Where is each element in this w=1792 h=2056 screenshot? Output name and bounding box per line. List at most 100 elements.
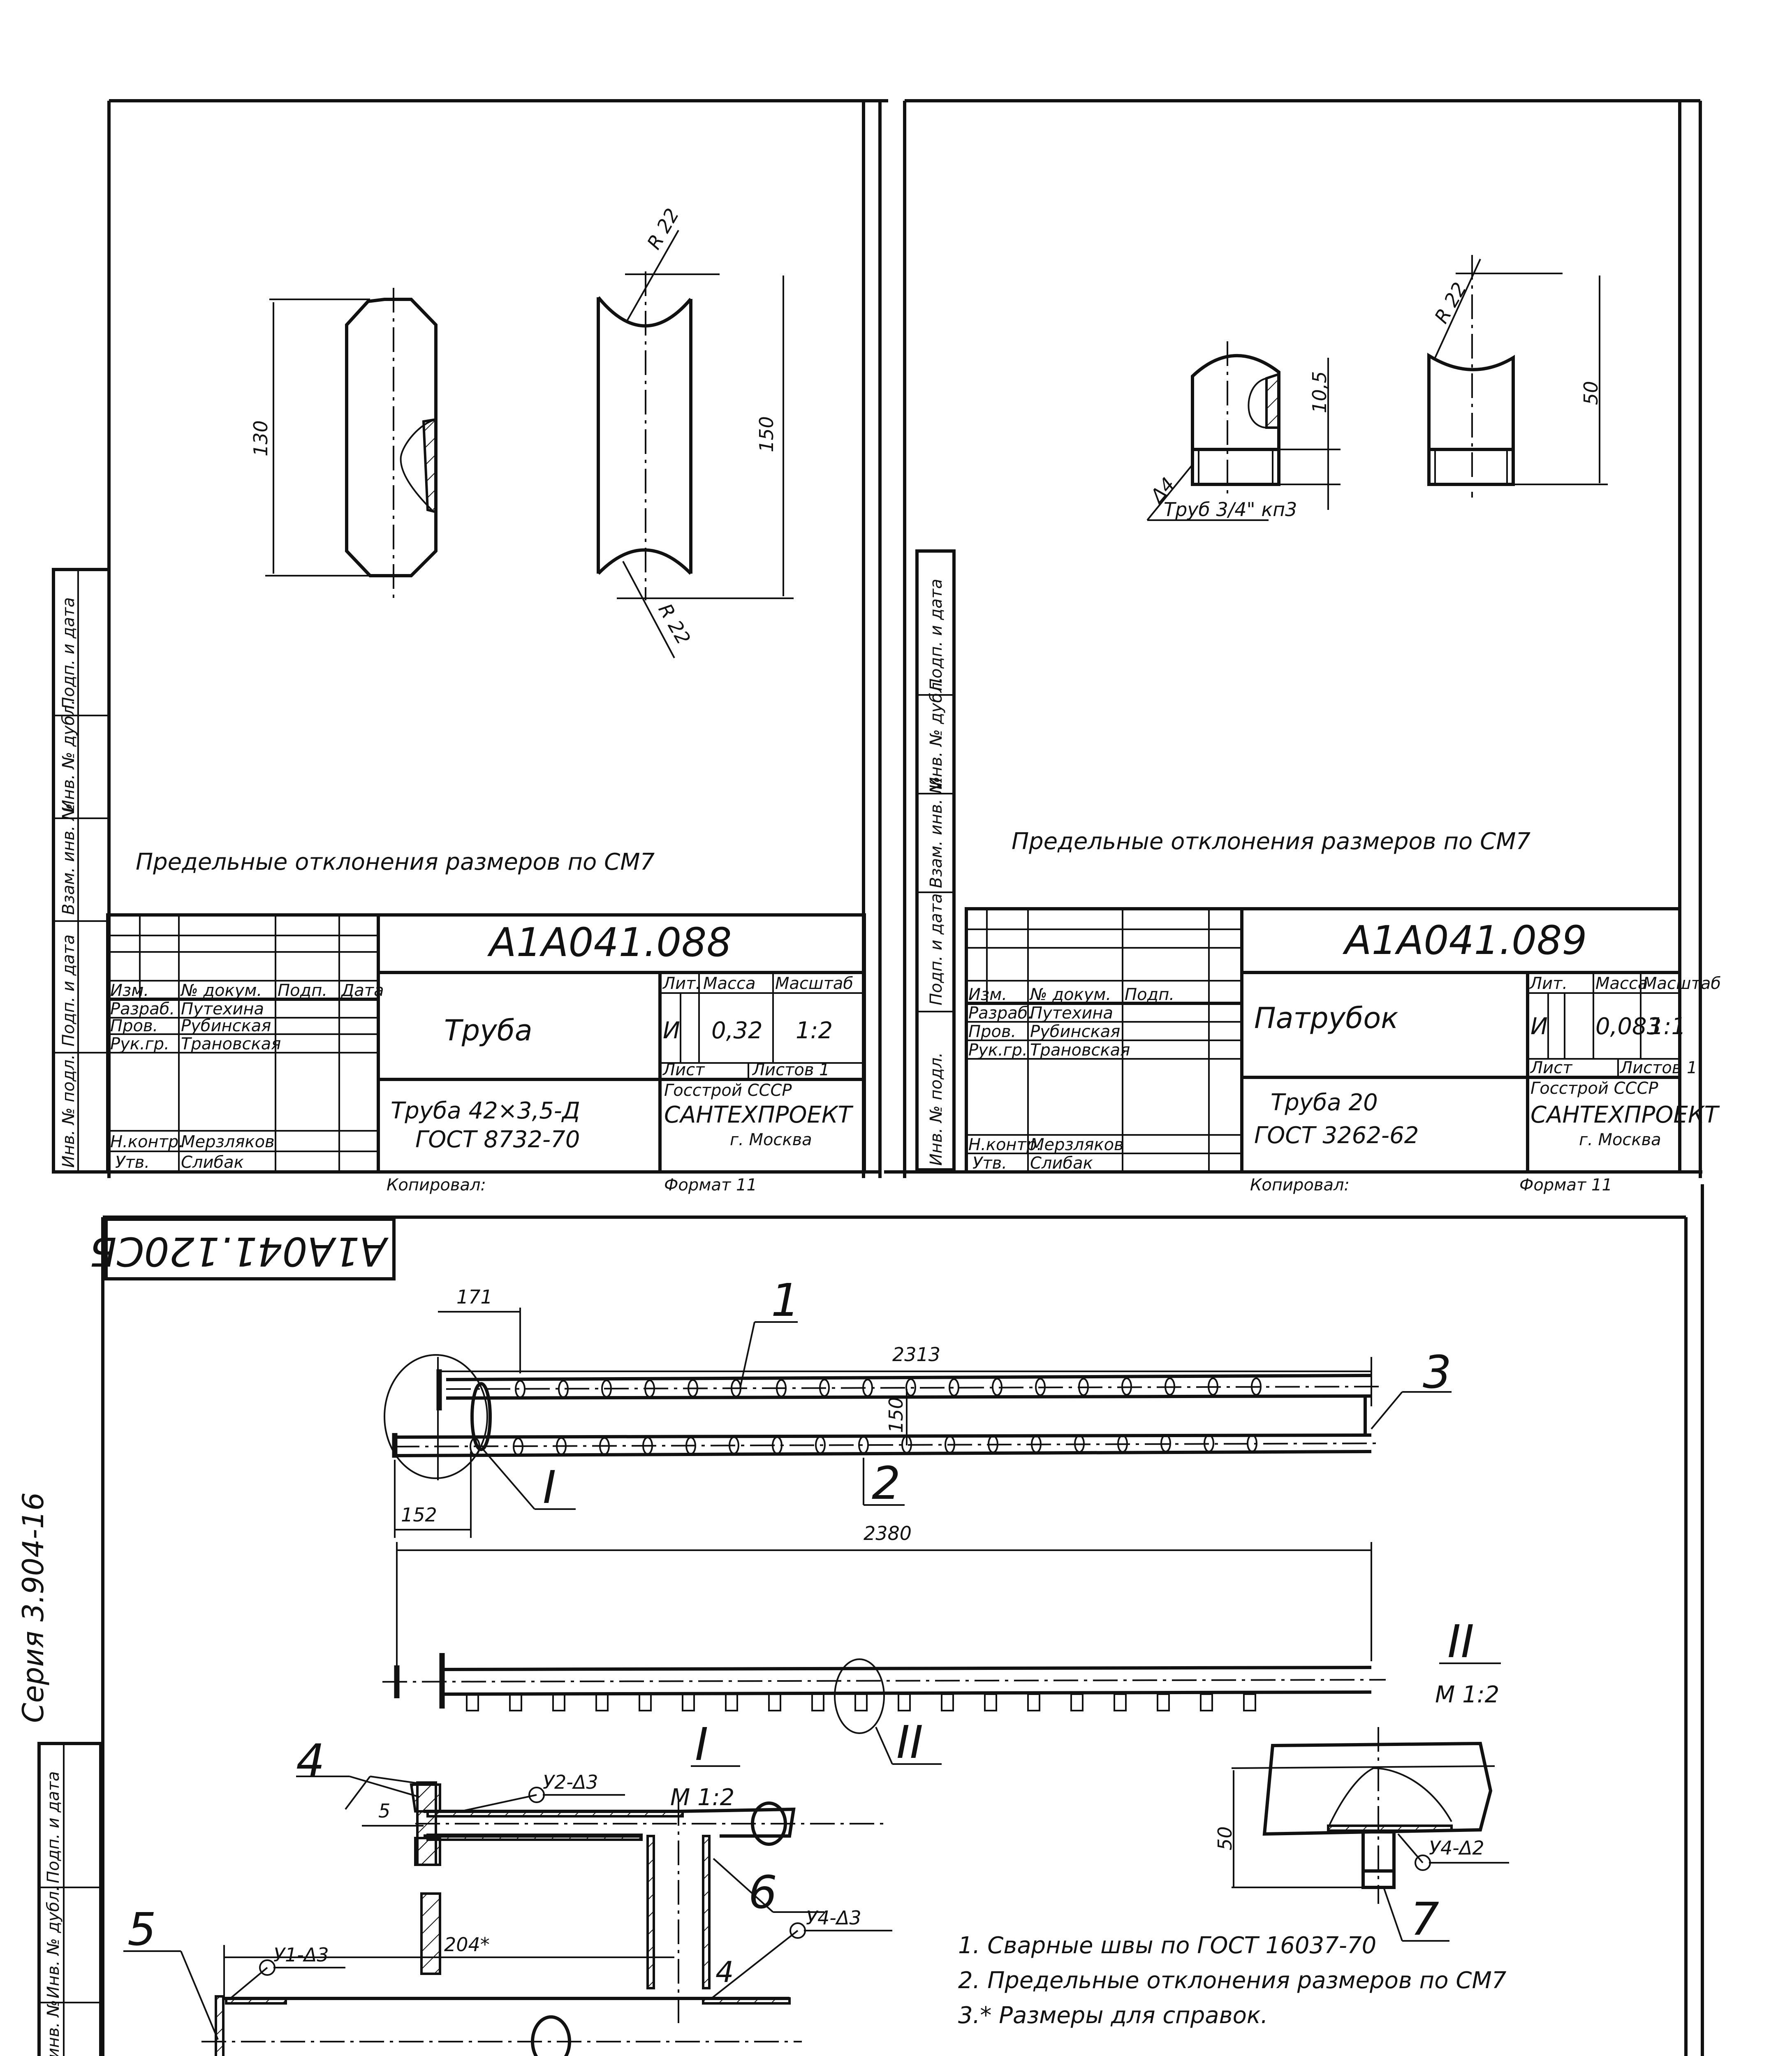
detail-II-circle	[834, 1658, 885, 1734]
title-block-088: Изм. № докум. Подп. Дата Разраб. Путехин…	[106, 913, 866, 1195]
row-name: Рубинская	[1030, 1022, 1120, 1041]
sheets-count: Листов 1	[752, 1060, 830, 1079]
row-role: Разраб.	[110, 1000, 175, 1019]
hdr-izm: Изм.	[110, 981, 149, 1000]
copied-label: Копировал:	[1250, 1176, 1350, 1195]
hdr-doc: № докум.	[180, 981, 262, 1000]
detail-I-circle	[384, 1354, 488, 1479]
hdr-scale: Масштаб	[775, 974, 853, 993]
holes-upper	[515, 1378, 1262, 1398]
hdr-data: Дата	[340, 981, 384, 1000]
pipe-spec-label: Труб 3/4" кп3	[1164, 498, 1297, 521]
org-line1: Госстрой СССР	[1530, 1079, 1658, 1098]
collector-plan-view: 2313 171	[384, 1274, 1452, 1538]
row-name: Путехина	[1030, 1004, 1113, 1023]
technical-notes: 1. Сварные швы по ГОСТ 16037-70 2. Преде…	[958, 1932, 1507, 2029]
part-name-089: Патрубок	[1254, 1001, 1398, 1035]
stamp-inv-dubl: Инв. № дубл.	[59, 699, 78, 812]
dim-152: 152	[401, 1504, 437, 1526]
nozzle-front-view: 10,5 Δ4 Труб 3/4" кп3	[1145, 341, 1341, 521]
side-stamp-120: Инв. № подл. Подп. и дата Взам. инв. № И…	[37, 1742, 102, 2056]
dim-50: 50	[1580, 381, 1602, 405]
weld-y1: У1-Δ3	[273, 1944, 329, 1966]
view-I-title: I	[695, 1718, 708, 1771]
row-name: Слибак	[1030, 1154, 1093, 1173]
format-label: Формат 11	[1519, 1176, 1612, 1195]
lit-value: И	[1530, 1013, 1548, 1040]
view-I-scale: М 1:2	[670, 1784, 734, 1811]
stamp-inv-podl: Инв. № подл.	[59, 1054, 78, 1168]
scale-value: 1:2	[796, 1017, 833, 1044]
part-name-088: Труба	[444, 1014, 533, 1047]
hdr-izm: Изм.	[968, 985, 1007, 1004]
rotated-designation-box: A1A041.120СБ	[90, 1218, 396, 1280]
org-line2: САНТЕХПРОЕКТ	[664, 1102, 854, 1128]
row-name: Трановская	[1030, 1041, 1130, 1060]
stamp-podp-data-2: Подп. и дата	[59, 597, 78, 709]
note-1: 1. Сварные швы по ГОСТ 16037-70	[958, 1932, 1376, 1959]
dim-171: 171	[456, 1286, 493, 1308]
row-role: Утв.	[115, 1153, 150, 1172]
nozzle-side-view: 50 R 22	[1427, 255, 1608, 498]
stamp-vzam-inv: Взам. инв. №	[59, 803, 78, 915]
hdr-scale: Масштаб	[1643, 974, 1721, 993]
mass-value: 0,083	[1595, 1013, 1661, 1040]
tolerance-note-088: Предельные отклонения размеров по СМ7	[136, 849, 655, 875]
hdr-lit: Лит.	[662, 974, 701, 993]
callout-4: 4	[296, 1734, 325, 1787]
stamp-vzam-inv: Взам. инв. №	[927, 776, 946, 888]
hdr-lit: Лит.	[1529, 974, 1567, 993]
callout-2: 2	[872, 1457, 901, 1510]
hdr-mass: Масса	[703, 974, 756, 993]
row-role: Разраб.	[968, 1004, 1033, 1023]
row-role: Н.контр.	[968, 1135, 1042, 1154]
row-name: Мерзляков	[1030, 1135, 1124, 1154]
material-088-1: Труба 42×3,5-Д	[391, 1097, 580, 1124]
copied-label: Копировал:	[387, 1176, 486, 1195]
sheet-120-assembly: A1A041.120СБ Серия 3.904-16 Инв. № подл.…	[16, 1184, 1704, 2056]
callout-6: 6	[748, 1866, 777, 1919]
sheets-count: Листов 1	[1619, 1058, 1697, 1077]
dim-150: 150	[755, 416, 778, 452]
org-line3: г. Москва	[730, 1130, 812, 1149]
row-name: Рубинская	[181, 1016, 271, 1035]
note-3: 3.* Размеры для справок.	[958, 2002, 1268, 2029]
dim-2380: 2380	[864, 1522, 912, 1544]
holes-lower	[470, 1434, 1257, 1456]
row-name: Путехина	[181, 1000, 264, 1019]
row-role: Пров.	[110, 1016, 158, 1035]
weld-y4: У4-Δ3	[806, 1907, 861, 1929]
stamp-vzam-inv: Взам. инв. №	[44, 2000, 63, 2056]
sheet-088: Инв. № подл. Подп. и дата Взам. инв. № И…	[52, 99, 888, 1195]
hdr-podp: Подп.	[278, 981, 327, 1000]
row-name: Трановская	[181, 1035, 281, 1053]
callout-3: 3	[1423, 1346, 1452, 1398]
designation-rotated: A1A041.120СБ	[90, 1228, 389, 1274]
dim-50-detail: 50	[1214, 1826, 1236, 1850]
stamp-podp-data-2: Подп. и дата	[44, 1771, 63, 1883]
stamp-podp-data: Подп. и дата	[59, 935, 78, 1047]
collector-elevation-view: 2380 II I М 1:2	[382, 1522, 1501, 1811]
weld-y4b: У4-Δ2	[1429, 1837, 1484, 1859]
title-block-089: Изм. № докум. Подп. Разраб. Путехина Про…	[965, 907, 1721, 1195]
sheet-089: Инв. № подл. Подп. и дата Взам. инв. № И…	[884, 99, 1721, 1195]
pipe-side-view: 150 R 22 R 22	[597, 204, 794, 658]
dim-r22-top: R 22	[643, 204, 683, 253]
detail-I-section: 204* 5 4 У2-Δ3 У1-Δ3 5 У4-Δ3 6	[123, 1734, 892, 2056]
row-name: Мерзляков	[181, 1132, 275, 1151]
sheet-label: Лист	[662, 1060, 705, 1079]
hdr-doc: № докум.	[1029, 985, 1111, 1004]
dim-r22: R 22	[1430, 278, 1471, 327]
stamp-inv-podl: Инв. № подл.	[927, 1052, 946, 1166]
hdr-podp: Подп.	[1125, 985, 1174, 1004]
format-label: Формат 11	[664, 1176, 757, 1195]
stamp-podp-data: Подп. и дата	[927, 894, 946, 1005]
note-2: 2. Предельные отклонения размеров по СМ7	[958, 1967, 1507, 1994]
dim-5: 5	[378, 1800, 390, 1822]
stamp-inv-dubl: Инв. № дубл.	[927, 677, 946, 790]
hdr-mass: Масса	[1595, 974, 1648, 993]
designation-088: A1A041.088	[487, 919, 732, 965]
dim-204: 204*	[444, 1933, 490, 1956]
dim-130: 130	[250, 420, 272, 456]
